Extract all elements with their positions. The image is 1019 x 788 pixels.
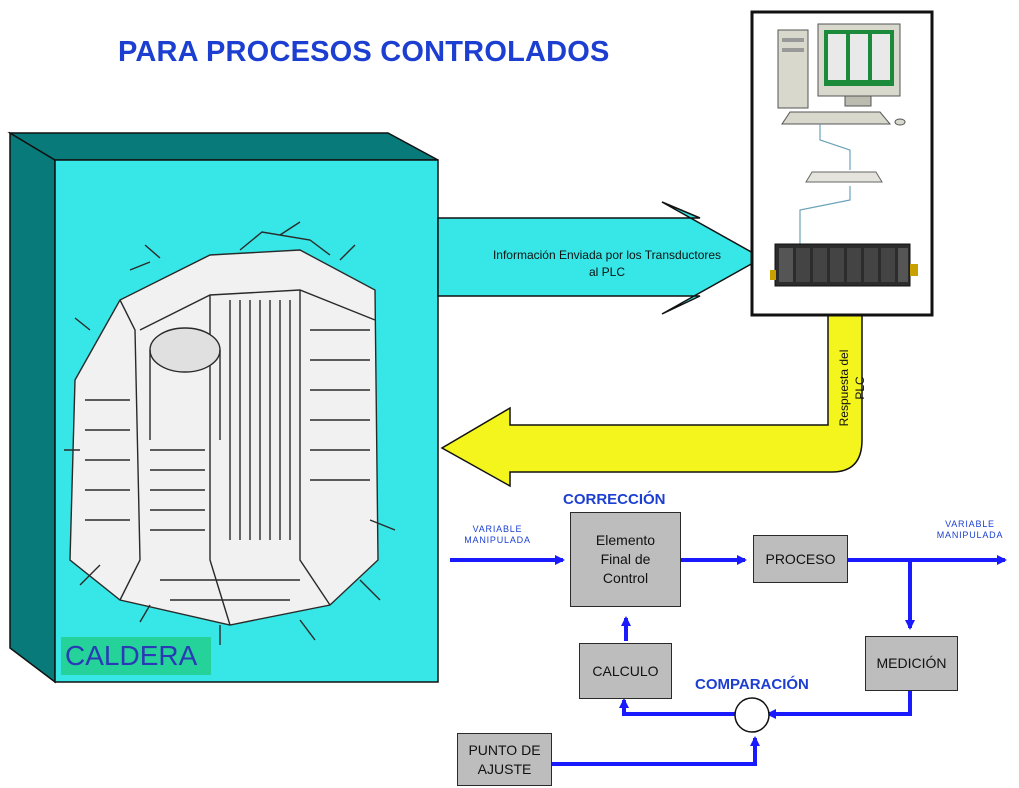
computer-keyboard <box>781 111 892 125</box>
comparator-circle <box>734 697 770 733</box>
arrow-from-plc-shape <box>440 309 863 488</box>
punto-line1: PUNTO DE <box>468 741 541 758</box>
control-loop-lines <box>450 555 1007 766</box>
plc-rack <box>770 243 918 287</box>
arrow-to-plc-shape <box>437 201 764 315</box>
page-title: PARA PROCESOS CONTROLADOS <box>118 36 610 68</box>
medicion-block: MEDICIÓN <box>865 636 958 691</box>
variable-in-label: VARIABLE MANIPULADA <box>455 524 540 546</box>
variable-in-line1: VARIABLE <box>472 524 523 534</box>
punto-to-comparador-line <box>550 736 760 766</box>
arrow-to-plc-text-line1: Información Enviada por los Transductore… <box>492 248 722 262</box>
punto-ajuste-block: PUNTO DE AJUSTE <box>457 733 552 786</box>
variable-out-line2: MANIPULADA <box>936 530 1004 540</box>
medicion-to-comparador-line <box>766 690 912 719</box>
caldera-side-face <box>9 131 56 684</box>
correccion-label: CORRECCIÓN <box>563 491 666 508</box>
variable-out-line1: VARIABLE <box>945 519 995 529</box>
boiler-illustration <box>64 221 396 645</box>
arrow-to-plc-text-line2: al PLC <box>588 265 626 279</box>
comparacion-label: COMPARACIÓN <box>695 676 809 693</box>
computer-tower <box>777 29 809 109</box>
arrow-to-plc-text: Información Enviada por los Transductore… <box>447 247 767 281</box>
elemento-line2: Final de <box>600 551 651 567</box>
calculo-block: CALCULO <box>579 643 672 699</box>
variable-out-label: VARIABLE MANIPULADA <box>925 519 1015 541</box>
elemento-final-block: Elemento Final de Control <box>570 512 681 607</box>
variable-in-line2: MANIPULADA <box>464 535 531 545</box>
caldera-top-face <box>7 132 439 161</box>
proceso-block: PROCESO <box>753 535 848 583</box>
arrow-from-plc-text-line2: PLC <box>853 376 867 400</box>
arrow-from-plc-text: Respuesta del PLC <box>836 323 872 453</box>
elemento-line1: Elemento <box>595 532 656 548</box>
network-device <box>805 171 883 183</box>
elemento-line3: Control <box>602 570 649 586</box>
punto-line2: AJUSTE <box>477 760 532 777</box>
comparador-to-calculo-line <box>619 698 736 716</box>
caldera-label: CALDERA <box>61 637 211 675</box>
plc-panel <box>750 10 934 317</box>
arrow-from-plc-text-line1: Respuesta del <box>837 349 851 427</box>
